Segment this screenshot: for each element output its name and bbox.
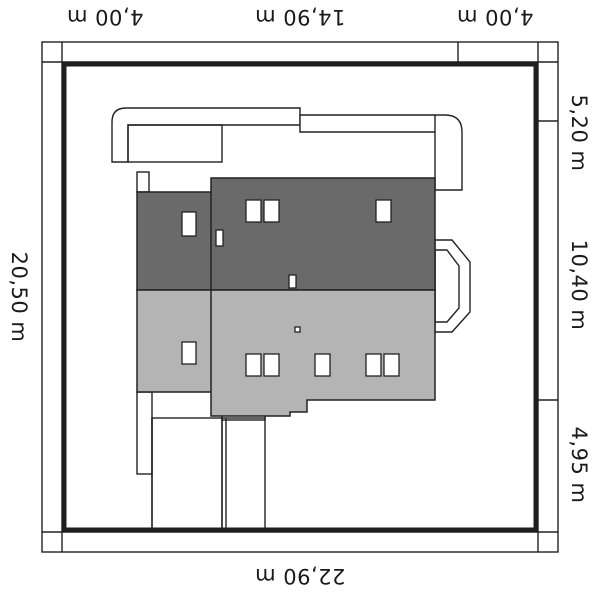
roof-window bbox=[365, 353, 382, 377]
pergola bbox=[111, 107, 301, 163]
roof-window bbox=[245, 199, 262, 223]
roof-light-left bbox=[136, 289, 213, 393]
roof-light-main bbox=[210, 289, 436, 417]
roof-dark-left bbox=[136, 191, 213, 291]
dimension-right-bottom: 4,95 m bbox=[567, 427, 591, 504]
path-strip-left bbox=[136, 391, 153, 475]
side-wall-strip bbox=[136, 171, 150, 193]
roof-window bbox=[314, 353, 331, 377]
dimension-top-right: 4,00 m bbox=[457, 5, 534, 29]
roof-vent-small bbox=[294, 326, 301, 333]
outer-frame bbox=[41, 41, 559, 553]
dimension-top-left: 4,00 m bbox=[67, 5, 144, 29]
driveway bbox=[221, 417, 266, 531]
chimney bbox=[288, 274, 297, 289]
roof-window bbox=[181, 211, 197, 237]
roof-vent bbox=[215, 229, 224, 247]
roof-window bbox=[181, 341, 197, 365]
roof-window bbox=[383, 353, 400, 377]
roof-window bbox=[245, 353, 262, 377]
dimension-right-top: 5,20 m bbox=[567, 95, 591, 172]
dimension-left: 20,50 m bbox=[7, 252, 31, 343]
roof-window bbox=[375, 199, 392, 223]
plot-boundary bbox=[61, 61, 539, 533]
terrace-left bbox=[151, 417, 223, 531]
bay-window-outer bbox=[434, 239, 471, 333]
side-canopy bbox=[299, 114, 463, 191]
dimension-top-middle: 14,90 m bbox=[255, 5, 346, 29]
roof-window bbox=[263, 199, 280, 223]
roof-window bbox=[263, 353, 280, 377]
dimension-right-middle: 10,40 m bbox=[567, 240, 591, 331]
pergola-inner bbox=[127, 124, 223, 163]
roof-dark-main bbox=[210, 177, 436, 291]
dimension-bottom: 22,90 m bbox=[255, 564, 346, 588]
